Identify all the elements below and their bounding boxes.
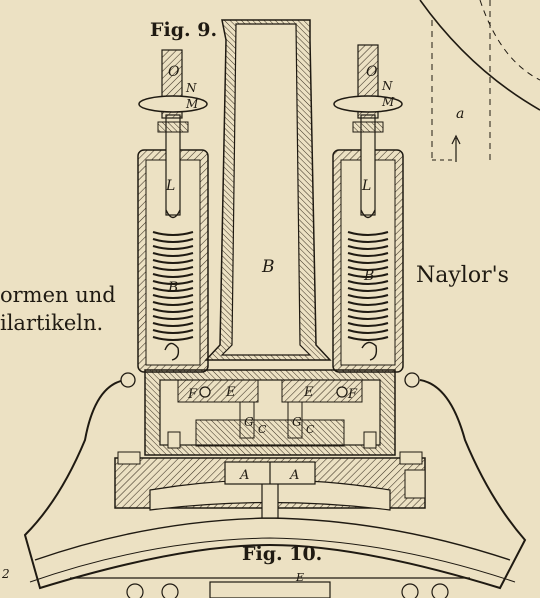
label-a: a — [456, 106, 464, 122]
right-text-word: Naylor's — [416, 263, 509, 288]
valve-chamber — [120, 369, 420, 456]
spring-coil-turn — [347, 329, 389, 334]
label-B-left-spring: B — [167, 280, 178, 296]
label-A-left: A — [239, 468, 249, 483]
label-O-left: O — [168, 64, 180, 80]
label-L-right: L — [361, 178, 371, 194]
margin-number: 2 — [1, 567, 10, 581]
spring-coil-turn — [152, 266, 194, 271]
spring-coil-turn — [347, 245, 389, 250]
spring-coil-turn — [347, 301, 389, 306]
right-spring-assembly — [332, 44, 404, 373]
label-O-right: O — [366, 64, 378, 80]
spring-coil-turn — [347, 273, 389, 278]
spring-coil-turn — [152, 301, 194, 306]
central-tube — [204, 19, 332, 361]
spring-coil-turn — [347, 308, 389, 313]
label-A-right: A — [289, 468, 299, 483]
label-M-right: M — [381, 95, 395, 109]
label-L-left: L — [165, 178, 175, 194]
spring-coil-turn — [152, 238, 194, 243]
spring-coil-turn — [152, 329, 194, 334]
spring-coil-turn — [152, 245, 194, 250]
label-E-fig10: E — [295, 571, 304, 584]
label-M-left: M — [185, 97, 199, 111]
left-spring-assembly — [137, 49, 209, 373]
label-G-left: G — [244, 415, 254, 429]
spring-coil-turn — [347, 336, 389, 341]
lower-housing — [114, 451, 426, 519]
label-C-left: C — [258, 423, 267, 436]
spring-coil-turn — [152, 287, 194, 292]
spring-coil-turn — [347, 252, 389, 257]
spring-coil-turn — [152, 322, 194, 327]
spring-coil-turn — [347, 280, 389, 285]
spring-coil-turn — [152, 315, 194, 320]
figure-10-caption: Fig. 10. — [242, 543, 322, 565]
spring-coil-turn — [347, 294, 389, 299]
fig10-parts — [70, 577, 470, 598]
spring-coil-turn — [152, 336, 194, 341]
label-G-right: G — [292, 415, 302, 429]
label-F-right: F — [347, 387, 358, 402]
spring-coil-turn — [347, 238, 389, 243]
spring-coil-turn — [152, 252, 194, 257]
spring-coil-turn — [347, 231, 389, 236]
label-F-left: F — [187, 387, 198, 402]
label-N-right: N — [381, 79, 393, 93]
left-text-line-1: ormen und — [0, 283, 116, 307]
figure-9-caption: Fig. 9. — [150, 19, 217, 41]
label-E-right: E — [303, 385, 314, 400]
spring-coil-turn — [347, 266, 389, 271]
right-edge-arcs — [419, 0, 540, 165]
spring-coil-turn — [347, 322, 389, 327]
label-B-right-spring: B — [363, 268, 374, 284]
spring-coil-turn — [152, 308, 194, 313]
spring-coil-turn — [347, 259, 389, 264]
label-N-left: N — [185, 81, 197, 95]
spring-coil-turn — [347, 315, 389, 320]
spring-coil-turn — [152, 280, 194, 285]
label-E-left: E — [225, 385, 236, 400]
spring-coil-turn — [152, 231, 194, 236]
label-B-tube: B — [261, 257, 275, 277]
spring-coil-turn — [152, 259, 194, 264]
left-text-line-2: ilartikeln. — [0, 311, 103, 335]
label-C-right: C — [306, 423, 315, 436]
spring-coil-turn — [152, 273, 194, 278]
spring-coil-turn — [152, 294, 194, 299]
spring-coil-turn — [347, 287, 389, 292]
